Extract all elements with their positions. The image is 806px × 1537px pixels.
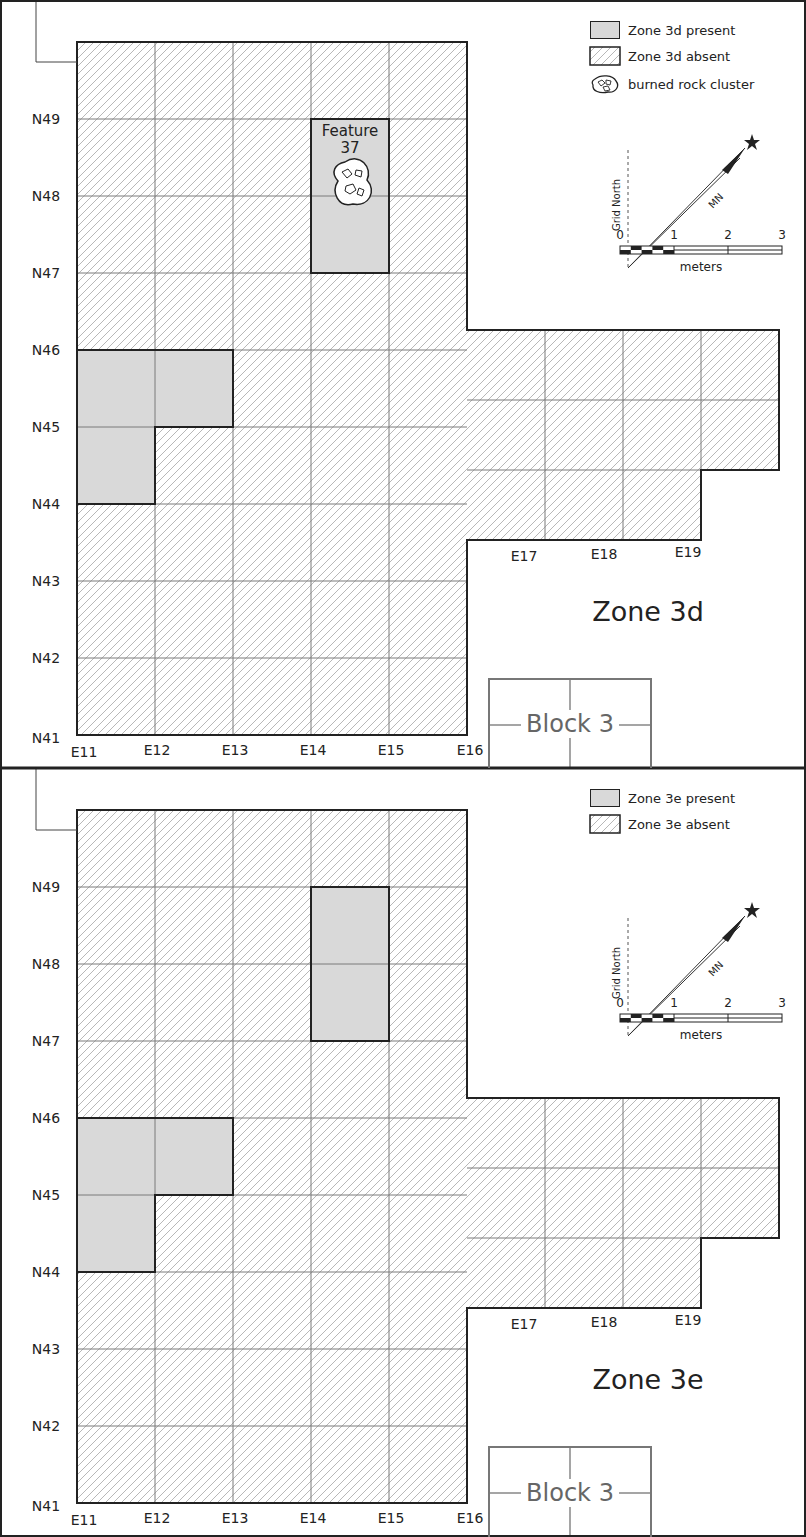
grid-easting: E19: [675, 544, 702, 560]
scale-number: 1: [670, 229, 678, 243]
scale-unit: meters: [680, 261, 722, 275]
grid-easting: E12: [144, 742, 171, 758]
grid-easting: E16: [457, 1510, 484, 1526]
legend-text: Zone 3e absent: [628, 817, 730, 832]
legend-swatch: [590, 789, 620, 807]
legend-text: burned rock cluster: [628, 77, 754, 92]
grid-easting: E15: [378, 742, 405, 758]
grid-easting: E14: [300, 742, 327, 758]
grid-northing: N47: [32, 1033, 60, 1049]
zone-3e-panel: [36, 768, 782, 1536]
hatch-sample: [590, 815, 620, 833]
grid-easting: E17: [511, 1316, 538, 1332]
grid-northing: N43: [32, 1341, 60, 1357]
legend-text: Zone 3d absent: [628, 49, 730, 64]
scale-number: 3: [778, 997, 786, 1011]
magnetic-north-label: MN: [706, 959, 725, 979]
scale-unit: meters: [680, 1029, 722, 1043]
grid-northing: N45: [32, 419, 60, 435]
legend-text: Zone 3e present: [628, 791, 735, 806]
rock-detail: [598, 80, 611, 91]
zone-title: Zone 3e: [592, 1364, 703, 1395]
block-label: Block 3: [521, 710, 619, 738]
grid-northing: N49: [32, 879, 60, 895]
scale-number: 2: [724, 997, 732, 1011]
zone-title: Zone 3d: [592, 596, 704, 627]
grid-northing: N48: [32, 188, 60, 204]
grid-easting: E15: [378, 1510, 405, 1526]
hatch-sample: [590, 47, 620, 65]
legend-rock-symbol: [589, 73, 621, 95]
block-label: Block 3: [521, 1479, 619, 1507]
grid-northing: N44: [32, 1264, 60, 1280]
legend-hatch-swatch: [589, 45, 621, 67]
block-box: Block 3: [488, 1446, 652, 1537]
grid-north-label: Grid North: [611, 947, 623, 999]
grid-northing: N43: [32, 573, 60, 589]
feature-label: Feature 37: [319, 123, 381, 158]
grid-easting: E18: [591, 1314, 618, 1330]
grid-easting: E14: [300, 1510, 327, 1526]
scale-number: 2: [724, 229, 732, 243]
block-box: Block 3: [488, 678, 652, 768]
grid-easting: E19: [675, 1312, 702, 1328]
grid-easting: E16: [457, 742, 484, 758]
grid-easting: E17: [511, 548, 538, 564]
grid-easting: E12: [144, 1510, 171, 1526]
scale-number: 1: [670, 997, 678, 1011]
grid-northing: N46: [32, 342, 60, 358]
burned-rock-cluster: [334, 159, 371, 205]
grid-northing: N41: [32, 730, 60, 746]
grid-easting: E18: [591, 546, 618, 562]
grid-northing: N45: [32, 1187, 60, 1203]
grid-easting: E13: [222, 1510, 249, 1526]
rock-outline: [592, 76, 617, 93]
legend-hatch-swatch: [589, 813, 621, 835]
grid-easting: E11: [71, 744, 98, 760]
grid-northing: N49: [32, 111, 60, 127]
grid-northing: N44: [32, 496, 60, 512]
scale-number: 0: [616, 229, 624, 243]
grid-northing: N42: [32, 650, 60, 666]
grid-northing: N41: [32, 1498, 60, 1514]
legend-text: Zone 3d present: [628, 23, 735, 38]
grid-easting: E13: [222, 742, 249, 758]
scale-number: 3: [778, 229, 786, 243]
grid-northing: N48: [32, 956, 60, 972]
grid-northing: N47: [32, 265, 60, 281]
grid-north-label: Grid North: [611, 179, 623, 231]
panel-divider: [0, 767, 806, 770]
scale-number: 0: [616, 997, 624, 1011]
legend-swatch: [590, 21, 620, 39]
magnetic-north-label: MN: [706, 191, 725, 211]
zone-3d-panel: [36, 0, 782, 768]
grid-northing: N46: [32, 1110, 60, 1126]
grid-northing: N42: [32, 1418, 60, 1434]
grid-easting: E11: [71, 1512, 98, 1528]
